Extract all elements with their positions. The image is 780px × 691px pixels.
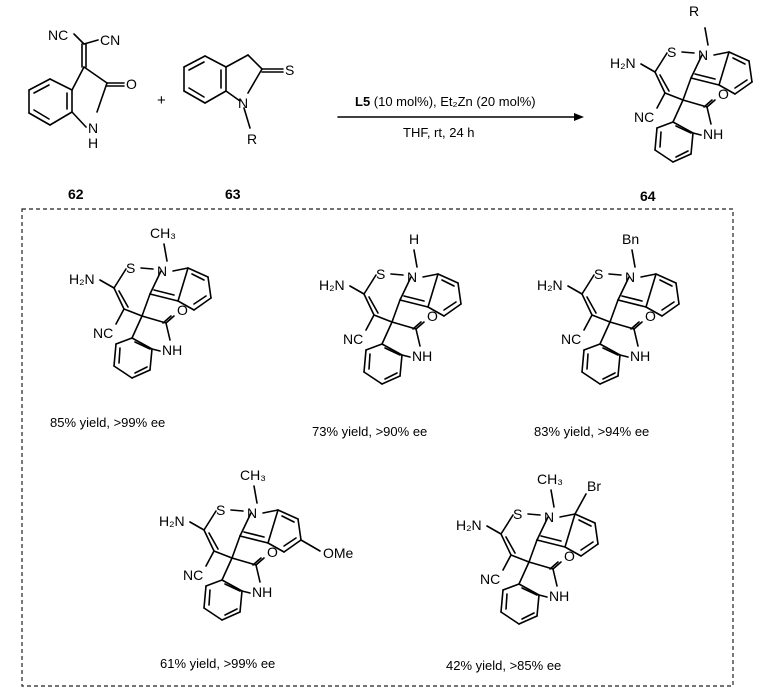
ring-substituent-label: OMe [323, 545, 354, 561]
compound-62: NC CN O N H 62 [28, 27, 137, 202]
r-group-label: R [689, 3, 699, 19]
sulfur-label: S [126, 260, 135, 276]
product-5: CH₃ Br S N H₂N NC O NH [456, 471, 601, 625]
nitrile-label: NC [183, 567, 203, 583]
carbonyl-oxygen-label: O [267, 544, 278, 560]
carbonyl-oxygen-label: O [718, 86, 729, 102]
reaction-conditions-line-2: THF, rt, 24 h [403, 125, 475, 140]
product-5-result: 42% yield, >85% ee [446, 658, 561, 673]
amide-nh-label: NH [252, 584, 272, 600]
reaction-arrow [337, 113, 584, 121]
nitrile-label: NC [561, 331, 581, 347]
nitrile-label: NC [634, 109, 654, 125]
n-substituent-label: CH₃ [537, 471, 563, 487]
product-4: CH₃ OMe S N H₂N NC O NH [159, 467, 354, 621]
product-3-result: 83% yield, >94% ee [534, 424, 649, 439]
n-substituent-label: Bn [622, 231, 639, 247]
nitrogen-label: N [88, 120, 98, 136]
amide-nh-label: NH [703, 126, 723, 142]
sulfur-label: S [667, 44, 676, 60]
compound-64: R S N H₂N NC O NH [610, 3, 753, 163]
nitrogen-label: N [407, 269, 417, 285]
sulfur-label: S [285, 62, 294, 78]
n-substituent-label: CH₃ [240, 467, 266, 483]
product-1-result: 85% yield, >99% ee [50, 415, 165, 430]
oxygen-label: O [126, 76, 137, 92]
nitrogen-label: N [544, 509, 554, 525]
catalyst-label: L5 [355, 94, 370, 109]
plus-sign: + [157, 92, 166, 109]
amino-label: H₂N [69, 271, 95, 287]
n-substituent-label: H [409, 231, 419, 247]
nitrogen-label: N [625, 269, 635, 285]
nitrogen-label: N [157, 263, 167, 279]
sulfur-label: S [216, 502, 225, 518]
carbonyl-oxygen-label: O [427, 308, 438, 324]
amide-nh-label: NH [162, 342, 182, 358]
sulfur-label: S [376, 266, 385, 282]
sulfur-label: S [513, 506, 522, 522]
cn-label: CN [100, 32, 120, 48]
nitrogen-label: N [698, 47, 708, 63]
amino-label: H₂N [456, 517, 482, 533]
carbonyl-oxygen-label: O [177, 302, 188, 318]
catalyst-loading: (10 mol%), Et₂Zn (20 mol%) [370, 94, 535, 109]
compound-63-number: 63 [225, 186, 241, 202]
substrate-scope-box [21, 208, 734, 687]
sulfur-label: S [594, 266, 603, 282]
amino-label: H₂N [537, 277, 563, 293]
r-group-label: R [247, 131, 257, 147]
nitrile-label: NC [480, 571, 500, 587]
nitrile-label: NC [93, 325, 113, 341]
product-2-result: 73% yield, >90% ee [312, 424, 427, 439]
nitrogen-label: N [238, 95, 248, 111]
amino-label: H₂N [319, 277, 345, 293]
carbonyl-oxygen-label: O [564, 548, 575, 564]
compound-62-number: 62 [68, 186, 84, 202]
amino-label: H₂N [159, 513, 185, 529]
amide-nh-label: NH [412, 348, 432, 364]
product-1: CH₃ S N H₂N NC O NH [69, 225, 212, 379]
nc-label: NC [48, 27, 68, 43]
product-3: Bn S N H₂N NC O NH [537, 231, 680, 385]
compound-64-number: 64 [640, 188, 656, 204]
nitrile-label: NC [343, 331, 363, 347]
amide-nh-label: NH [549, 588, 569, 604]
compound-63: S N R 63 [183, 54, 294, 202]
ring-substituent-label: Br [587, 478, 601, 494]
hydrogen-label: H [88, 135, 98, 151]
carbonyl-oxygen-label: O [645, 308, 656, 324]
amide-nh-label: NH [630, 348, 650, 364]
product-2: H S N H₂N NC O NH [319, 231, 462, 385]
product-4-result: 61% yield, >99% ee [160, 656, 275, 671]
amino-label: H₂N [610, 55, 636, 71]
nitrogen-label: N [247, 505, 257, 521]
reaction-conditions-line-1: L5 (10 mol%), Et₂Zn (20 mol%) [355, 94, 536, 109]
n-substituent-label: CH₃ [150, 225, 176, 241]
